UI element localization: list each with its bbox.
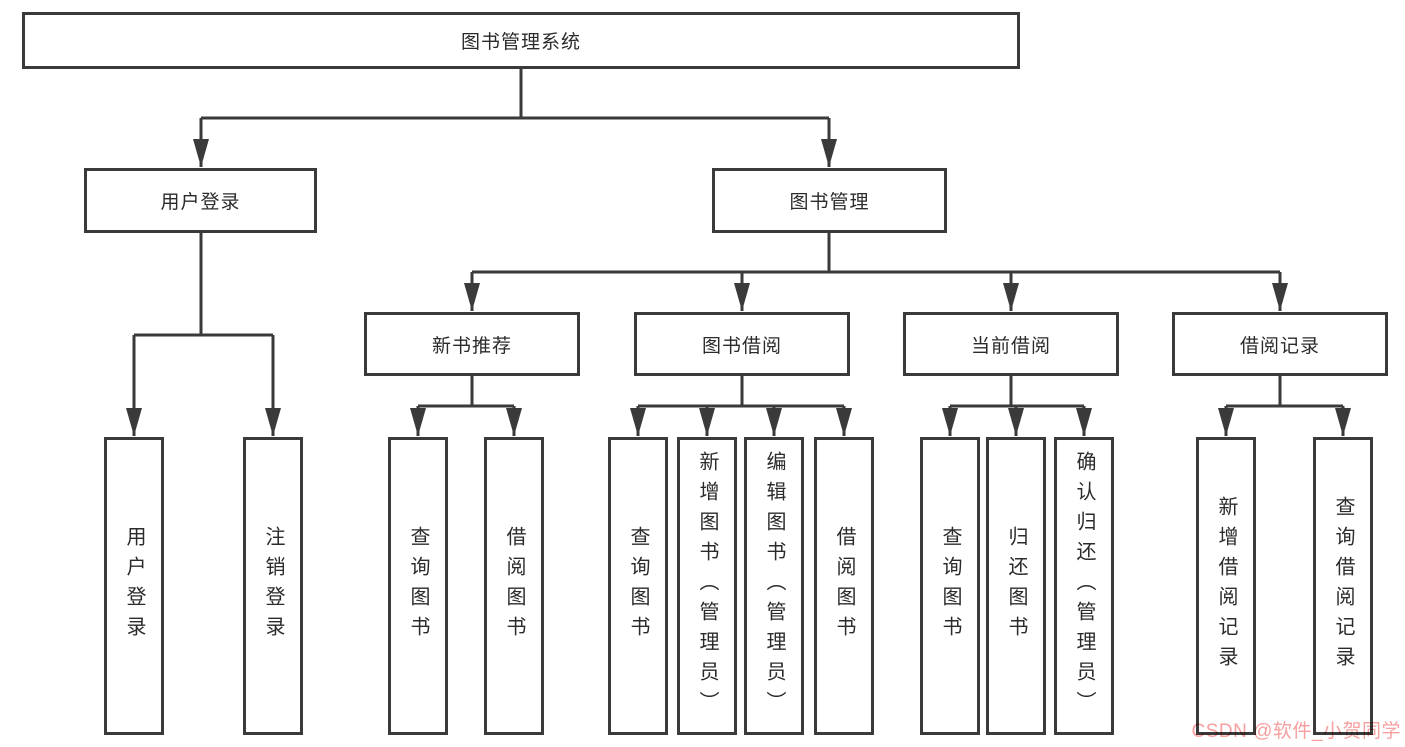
leaf-query-book-borrow: 查询图书 bbox=[608, 437, 668, 735]
leaf-query-book-recommend: 查询图书 bbox=[388, 437, 448, 735]
leaf-label: 新增图书（管理员） bbox=[696, 451, 718, 721]
leaf-query-borrow-record: 查询借阅记录 bbox=[1313, 437, 1373, 735]
node-book-manage: 图书管理 bbox=[712, 168, 947, 233]
node-book-borrow: 图书借阅 bbox=[634, 312, 850, 376]
node-new-book-recommend: 新书推荐 bbox=[364, 312, 580, 376]
leaf-add-book-admin: 新增图书（管理员） bbox=[677, 437, 737, 735]
leaf-edit-book-admin: 编辑图书（管理员） bbox=[744, 437, 804, 735]
leaf-return-book: 归还图书 bbox=[986, 437, 1046, 735]
leaf-label: 归还图书 bbox=[1005, 526, 1027, 646]
leaf-add-borrow-record: 新增借阅记录 bbox=[1196, 437, 1256, 735]
node-user-login: 用户登录 bbox=[84, 168, 317, 233]
node-borrow-records: 借阅记录 bbox=[1172, 312, 1388, 376]
node-current-borrow: 当前借阅 bbox=[903, 312, 1119, 376]
leaf-confirm-return-admin: 确认归还（管理员） bbox=[1054, 437, 1114, 735]
leaf-label: 借阅图书 bbox=[833, 526, 855, 646]
leaf-label: 确认归还（管理员） bbox=[1073, 451, 1095, 721]
leaf-label: 编辑图书（管理员） bbox=[763, 451, 785, 721]
leaf-label: 借阅图书 bbox=[503, 526, 525, 646]
leaf-logout: 注销登录 bbox=[243, 437, 303, 735]
leaf-user-login: 用户登录 bbox=[104, 437, 164, 735]
node-label: 新书推荐 bbox=[431, 335, 512, 357]
node-label: 图书管理 bbox=[789, 192, 870, 213]
node-library-management-system: 图书管理系统 bbox=[22, 12, 1020, 69]
leaf-borrow-book-recommend: 借阅图书 bbox=[484, 437, 544, 735]
leaf-label: 查询图书 bbox=[627, 526, 649, 646]
leaf-borrow-book: 借阅图书 bbox=[814, 437, 874, 735]
node-label: 借阅记录 bbox=[1239, 335, 1320, 357]
node-label: 当前借阅 bbox=[970, 335, 1051, 357]
leaf-label: 查询图书 bbox=[939, 526, 961, 646]
node-label: 用户登录 bbox=[160, 192, 241, 213]
leaf-query-book-current: 查询图书 bbox=[920, 437, 980, 735]
leaf-label: 用户登录 bbox=[123, 526, 145, 646]
leaf-label: 新增借阅记录 bbox=[1215, 496, 1237, 676]
csdn-watermark: CSDN @软件_小贺同学 bbox=[1191, 721, 1401, 742]
leaf-label: 查询图书 bbox=[407, 526, 429, 646]
node-label: 图书管理系统 bbox=[460, 32, 581, 53]
node-label: 图书借阅 bbox=[701, 335, 782, 357]
leaf-label: 查询借阅记录 bbox=[1332, 496, 1354, 676]
leaf-label: 注销登录 bbox=[262, 526, 284, 646]
